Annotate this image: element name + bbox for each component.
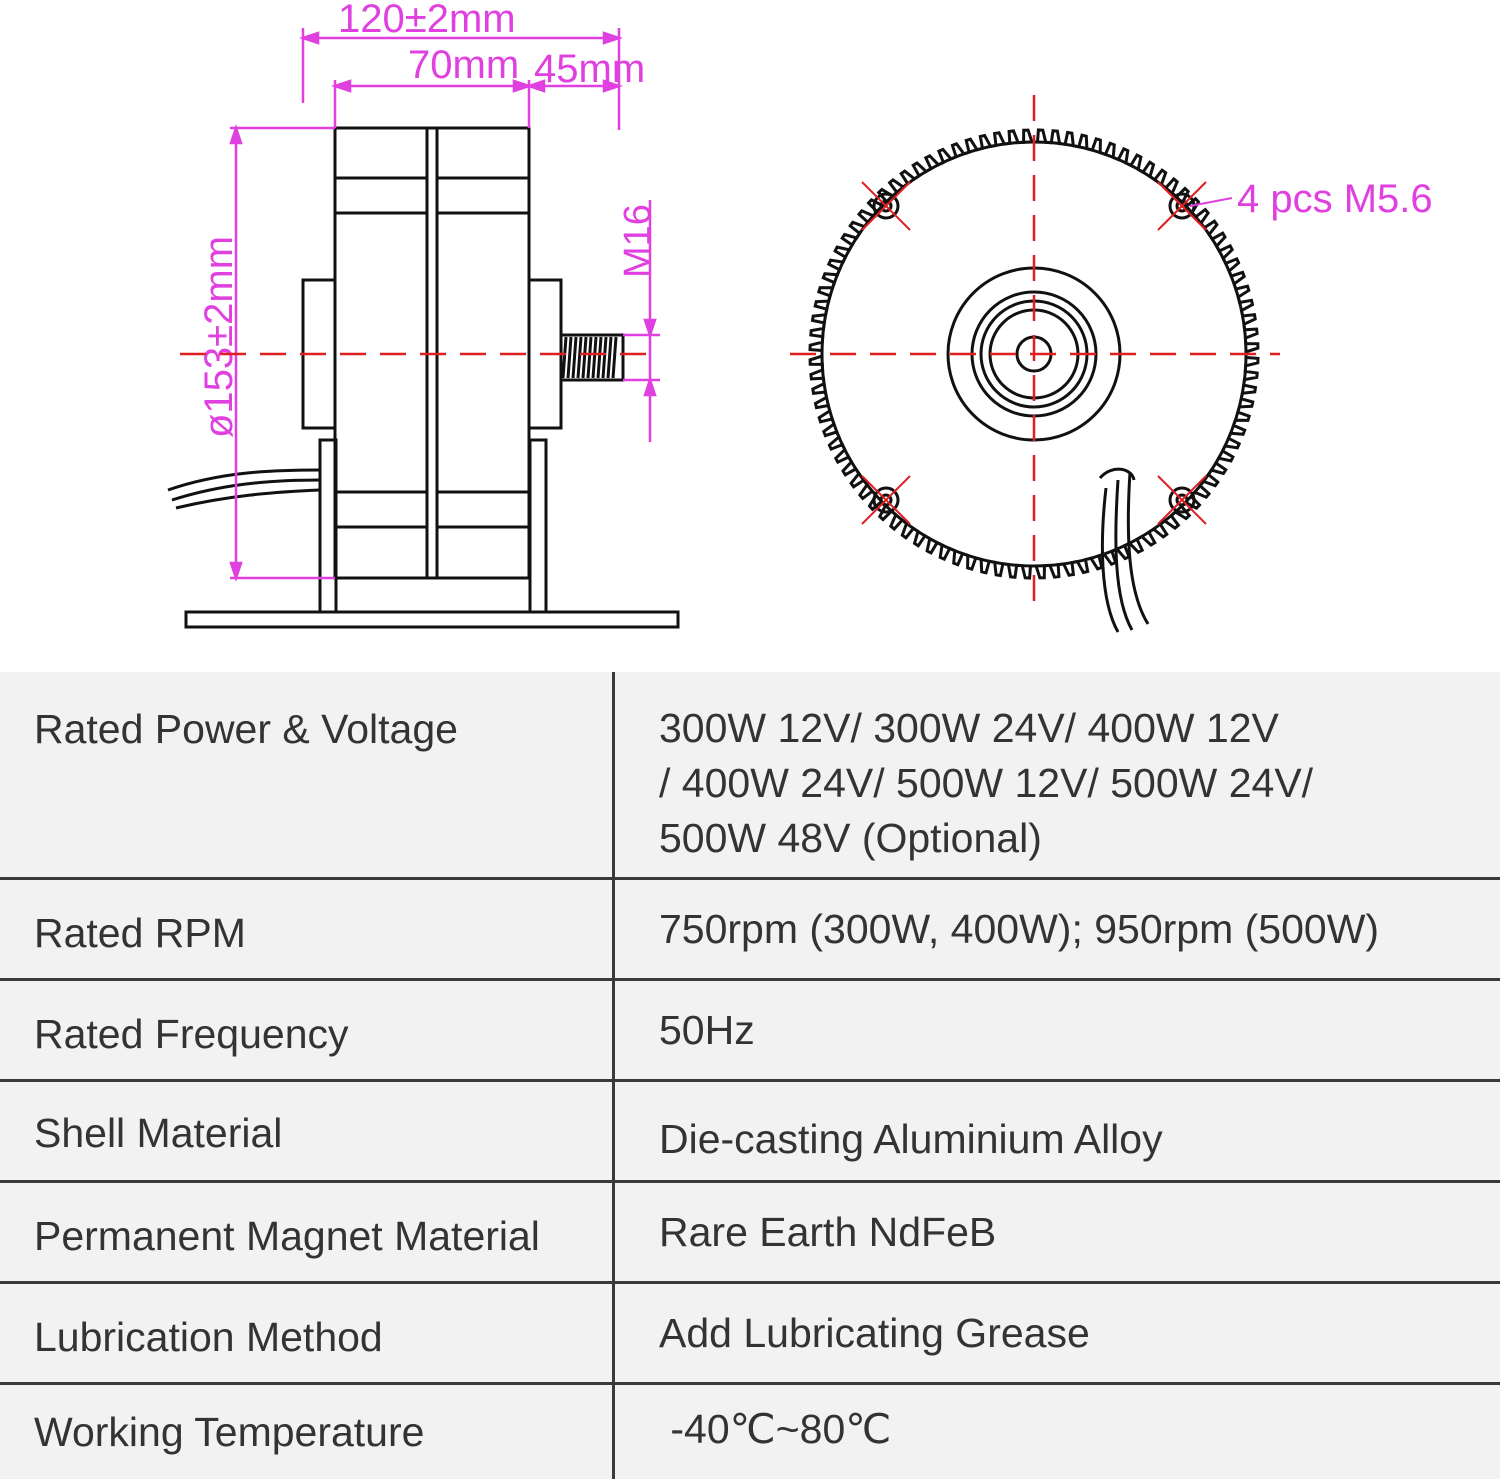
thread-line — [606, 336, 613, 379]
spec-value: Add Lubricating Grease — [659, 1310, 1090, 1356]
power-cable — [167, 468, 321, 510]
mounting-hole-crosses — [861, 181, 1207, 525]
spec-row-rated-rpm: Rated RPM 750rpm (300W, 400W); 950rpm (5… — [0, 880, 1500, 981]
dim-overall-width-label: 120±2mm — [338, 0, 516, 41]
side-view-dimensions — [229, 28, 660, 582]
holes-leader — [1189, 197, 1233, 207]
spec-table: Rated Power & Voltage 300W 12V/ 300W 24V… — [0, 672, 1500, 1479]
spec-value: Rare Earth NdFeB — [659, 1209, 997, 1255]
spec-value: 50Hz — [659, 1007, 755, 1053]
spec-label: Permanent Magnet Material — [34, 1213, 540, 1259]
dim-shaft-length-label: 45mm — [534, 47, 645, 91]
spec-label: Lubrication Method — [34, 1314, 383, 1360]
spec-label: Rated Frequency — [34, 1011, 349, 1057]
spec-row-shell-material: Shell Material Die-casting Aluminium All… — [0, 1082, 1500, 1183]
thread-line — [571, 336, 578, 379]
spec-row-working-temperature: Working Temperature -40℃~80℃ — [0, 1385, 1500, 1479]
thread-line — [601, 336, 608, 379]
column-divider — [612, 672, 615, 877]
column-divider — [612, 1284, 615, 1382]
spec-label: Shell Material — [34, 1110, 283, 1156]
spec-label: Working Temperature — [34, 1409, 425, 1455]
spec-row-lubrication: Lubrication Method Add Lubricating Greas… — [0, 1284, 1500, 1385]
thread-line — [586, 336, 593, 379]
thread-line — [561, 336, 568, 379]
spec-value-line: 300W 12V/ 300W 24V/ 400W 12V — [659, 705, 1279, 751]
thread-line — [596, 336, 603, 379]
spec-value-line: 500W 48V (Optional) — [659, 815, 1042, 861]
motor-technical-drawing: 120±2mm 70mm 45mm ø153±2mm M16 4 pcs M5.… — [167, 0, 1433, 633]
spec-value: Die-casting Aluminium Alloy — [659, 1116, 1163, 1162]
spec-value: 300W 12V/ 300W 24V/ 400W 12V / 400W 24V/… — [659, 701, 1459, 866]
spec-label: Rated RPM — [34, 910, 246, 956]
thread-line — [576, 336, 583, 379]
spec-row-rated-frequency: Rated Frequency 50Hz — [0, 981, 1500, 1082]
side-view — [167, 126, 680, 629]
spec-value-line: / 400W 24V/ 500W 12V/ 500W 24V/ — [659, 760, 1314, 806]
column-divider — [612, 1385, 615, 1479]
dim-shaft-thread-label: M16 — [617, 204, 659, 278]
thread-line — [611, 336, 618, 379]
base-plate — [184, 610, 680, 629]
thread-line — [566, 336, 573, 379]
column-divider — [612, 1082, 615, 1180]
thread-line — [581, 336, 588, 379]
holes-note-label: 4 pcs M5.6 — [1237, 177, 1433, 221]
spec-value: -40℃~80℃ — [659, 1406, 892, 1452]
dim-body-width-label: 70mm — [408, 43, 519, 87]
spec-row-magnet-material: Permanent Magnet Material Rare Earth NdF… — [0, 1183, 1500, 1284]
shaft-thread — [561, 336, 618, 379]
spec-value: 750rpm (300W, 400W); 950rpm (500W) — [659, 906, 1380, 952]
thread-line — [591, 336, 598, 379]
center-lines — [180, 95, 1280, 615]
spec-label: Rated Power & Voltage — [34, 706, 458, 752]
gear-teeth — [808, 128, 1260, 580]
column-divider — [612, 880, 615, 978]
mount-bracket-right — [528, 438, 548, 614]
column-divider — [612, 981, 615, 1079]
output-shaft — [559, 333, 625, 382]
spec-row-rated-power: Rated Power & Voltage 300W 12V/ 300W 24V… — [0, 672, 1500, 880]
gear-tooth-profile — [808, 128, 1260, 580]
column-divider — [612, 1183, 615, 1281]
dim-diameter-label: ø153±2mm — [197, 236, 241, 438]
